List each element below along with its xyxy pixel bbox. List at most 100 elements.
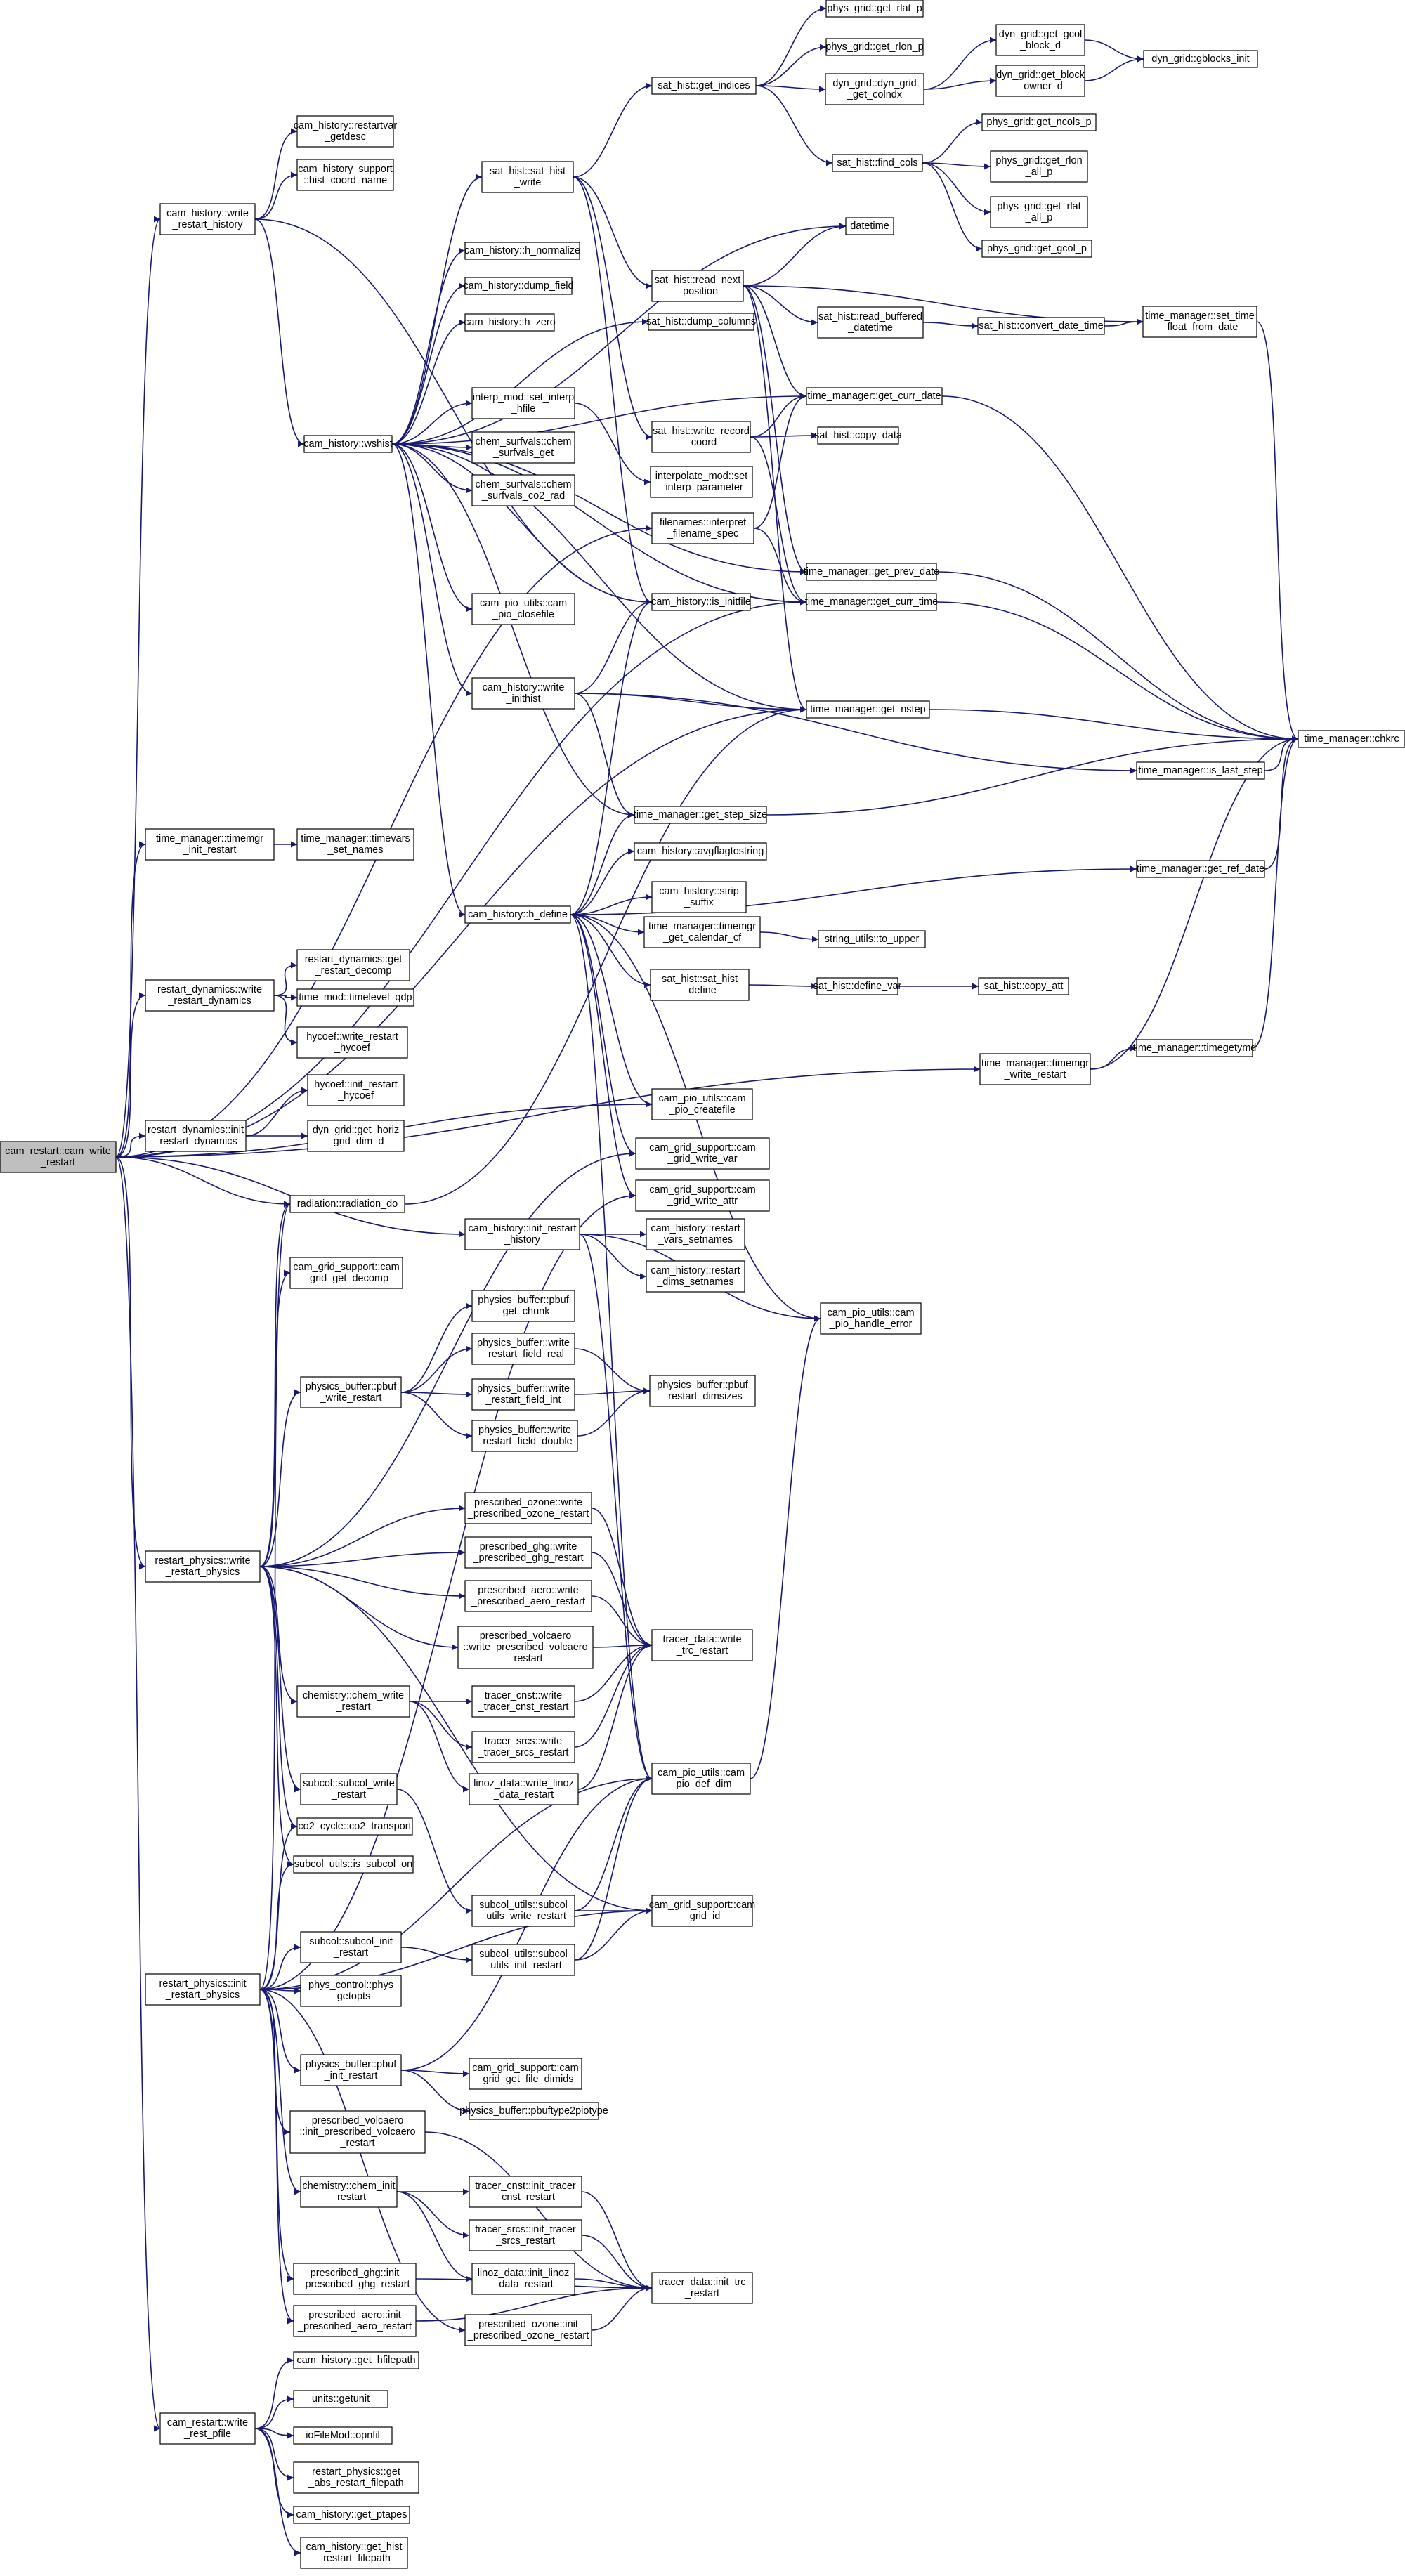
node-n1[interactable]: cam_restart::cam_write_restart — [0, 1141, 117, 1173]
node-n35[interactable]: filenames::interpret_filename_spec — [651, 512, 754, 544]
node-n84[interactable]: prescribed_volcaero::write_prescribed_vo… — [457, 1626, 594, 1669]
node-n89[interactable]: linoz_data::write_linoz_data_restart — [469, 1773, 579, 1805]
node-n112[interactable]: cam_history::get_hfilepath — [293, 2351, 419, 2369]
node-n62[interactable]: hycoef::init_restart_hycoef — [307, 1074, 405, 1106]
node-n115[interactable]: ioFileMod::opnfil — [293, 2426, 393, 2445]
node-n20[interactable]: cam_history::h_normalize — [464, 242, 580, 260]
node-n51[interactable]: time_manager::timemgr_get_calendar_cf — [643, 916, 761, 948]
node-n8[interactable]: phys_grid::get_rlat_p — [825, 0, 924, 18]
node-n92[interactable]: co2_cycle::co2_transport — [296, 1817, 413, 1836]
node-n87[interactable]: tracer_cnst::write_tracer_cnst_restart — [471, 1685, 575, 1718]
node-n68[interactable]: cam_grid_support::cam_grid_write_attr — [635, 1179, 770, 1212]
node-n85[interactable]: tracer_data::write_trc_restart — [651, 1629, 753, 1661]
node-n88[interactable]: tracer_srcs::write_tracer_srcs_restart — [471, 1731, 575, 1763]
node-n116[interactable]: restart_physics::get_abs_restart_filepat… — [293, 2461, 419, 2494]
node-n73[interactable]: physics_buffer::pbuf_get_chunk — [471, 1290, 575, 1322]
node-n102[interactable]: physics_buffer::pbuftype2piotype — [459, 2102, 608, 2120]
node-n29[interactable]: time_manager::get_curr_date — [806, 387, 943, 405]
node-n48[interactable]: time_manager::get_ref_date — [1136, 860, 1265, 878]
node-n114[interactable]: cam_restart::write_rest_pfile — [159, 2412, 256, 2445]
node-n2[interactable]: cam_history::write_restart_history — [159, 203, 256, 235]
node-n7[interactable]: sat_hist::get_indices — [651, 77, 757, 95]
node-n15[interactable]: phys_grid::get_ncols_p — [981, 113, 1097, 131]
node-n81[interactable]: prescribed_ghg::write_prescribed_ghg_res… — [464, 1536, 592, 1569]
node-n54[interactable]: restart_dynamics::write_restart_dynamics — [145, 979, 275, 1012]
node-n71[interactable]: cam_grid_support::cam_grid_get_decomp — [289, 1257, 403, 1289]
node-n111[interactable]: prescribed_ozone::init_prescribed_ozone_… — [464, 2314, 592, 2346]
node-n53[interactable]: restart_dynamics::get_restart_decomp — [296, 949, 410, 981]
node-n38[interactable]: cam_history::is_initfile — [651, 593, 751, 611]
node-n82[interactable]: restart_physics::write_restart_physics — [145, 1550, 261, 1583]
node-n37[interactable]: cam_pio_utils::cam_pio_closefile — [471, 593, 575, 625]
node-n26[interactable]: cam_history::h_zero — [464, 313, 556, 332]
node-n33[interactable]: interpolate_mod::set_interp_parameter — [650, 466, 753, 498]
node-n6[interactable]: sat_hist::sat_hist_write — [481, 161, 574, 193]
node-n64[interactable]: restart_dynamics::init_restart_dynamics — [145, 1120, 247, 1152]
node-n97[interactable]: subcol_utils::subcol_utils_init_restart — [471, 1944, 575, 1976]
node-n24[interactable]: sat_hist::convert_date_time — [977, 317, 1105, 335]
node-n23[interactable]: sat_hist::read_buffered_datetime — [817, 306, 924, 339]
node-n17[interactable]: phys_grid::get_rlat_all_p — [990, 196, 1088, 228]
node-n30[interactable]: sat_hist::write_record_coord — [651, 421, 751, 453]
node-n56[interactable]: sat_hist::sat_hist_define — [650, 969, 750, 1001]
node-n42[interactable]: time_manager::chkrc — [1298, 730, 1405, 748]
node-n69[interactable]: cam_history::init_restart_history — [464, 1218, 580, 1250]
node-n117[interactable]: cam_history::get_ptapes — [293, 2506, 410, 2524]
node-n52[interactable]: string_utils::to_upper — [818, 930, 926, 948]
node-n39[interactable]: time_manager::get_curr_time — [805, 593, 938, 611]
node-n79[interactable]: physics_buffer::write_restart_field_doub… — [471, 1420, 578, 1452]
node-n67[interactable]: radiation::radiation_do — [289, 1195, 405, 1213]
node-n14[interactable]: sat_hist::find_cols — [832, 154, 923, 172]
node-n16[interactable]: phys_grid::get_rlon_all_p — [990, 150, 1088, 183]
node-n47[interactable]: cam_history::avgflagtostring — [634, 842, 767, 861]
node-n10[interactable]: dyn_grid::dyn_grid_get_colndx — [825, 73, 924, 105]
node-n83[interactable]: prescribed_aero::write_prescribed_aero_r… — [464, 1580, 592, 1612]
node-n100[interactable]: physics_buffer::pbuf_init_restart — [300, 2054, 402, 2086]
node-n91[interactable]: cam_pio_utils::cam_pio_def_dim — [651, 1763, 751, 1795]
node-n12[interactable]: dyn_grid::get_block_owner_d — [995, 65, 1085, 97]
node-n55[interactable]: time_mod::timelevel_qdp — [296, 988, 414, 1007]
node-n98[interactable]: restart_physics::init_restart_physics — [145, 1973, 261, 2006]
node-n36[interactable]: time_manager::get_prev_date — [804, 563, 939, 581]
node-n4[interactable]: cam_history_support::hist_coord_name — [296, 159, 394, 191]
node-n63[interactable]: cam_pio_utils::cam_pio_createfile — [651, 1088, 753, 1120]
node-n66[interactable]: cam_grid_support::cam_grid_write_var — [635, 1137, 770, 1170]
node-n65[interactable]: dyn_grid::get_horiz_grid_dim_d — [307, 1120, 405, 1152]
node-n45[interactable]: time_manager::timemgr_init_restart — [145, 828, 275, 861]
node-n94[interactable]: subcol_utils::subcol_utils_write_restart — [471, 1895, 575, 1927]
node-n108[interactable]: linoz_data::init_linoz_data_restart — [471, 2263, 575, 2295]
node-n103[interactable]: prescribed_volcaero::init_prescribed_vol… — [289, 2110, 426, 2154]
node-n110[interactable]: prescribed_aero::init_prescribed_aero_re… — [293, 2305, 417, 2337]
node-n93[interactable]: subcol_utils::is_subcol_on — [293, 1855, 414, 1874]
node-n5[interactable]: cam_history::wshist — [303, 435, 393, 453]
node-n86[interactable]: chemistry::chem_write_restart — [296, 1685, 410, 1718]
node-n9[interactable]: phys_grid::get_rlon_p — [825, 38, 924, 56]
node-n19[interactable]: datetime — [845, 217, 894, 235]
node-n21[interactable]: sat_hist::read_next_position — [651, 270, 744, 302]
node-n90[interactable]: subcol::subcol_write_restart — [300, 1773, 398, 1805]
node-n13[interactable]: dyn_grid::gblocks_init — [1143, 50, 1258, 68]
node-n25[interactable]: time_manager::set_time_float_from_date — [1142, 306, 1257, 338]
node-n50[interactable]: cam_history::h_define — [464, 905, 571, 924]
node-n99[interactable]: phys_control::phys_getopts — [300, 1975, 402, 2007]
node-n109[interactable]: tracer_data::init_trc_restart — [651, 2272, 753, 2304]
node-n107[interactable]: prescribed_ghg::init_prescribed_ghg_rest… — [293, 2263, 417, 2295]
node-n80[interactable]: prescribed_ozone::write_prescribed_ozone… — [464, 1492, 592, 1524]
node-n105[interactable]: tracer_cnst::init_tracer_cnst_restart — [469, 2176, 582, 2208]
node-n78[interactable]: physics_buffer::pbuf_restart_dimsizes — [649, 1375, 756, 1407]
node-n31[interactable]: sat_hist::copy_data — [814, 426, 903, 445]
node-n95[interactable]: cam_grid_support::cam_grid_id — [649, 1895, 756, 1927]
node-n28[interactable]: interp_mod::set_interp_hfile — [471, 387, 575, 419]
node-n61[interactable]: time_manager::timegetymd — [1133, 1039, 1257, 1057]
node-n77[interactable]: physics_buffer::write_restart_field_int — [471, 1378, 575, 1411]
node-n75[interactable]: physics_buffer::write_restart_field_real — [471, 1333, 575, 1365]
node-n60[interactable]: time_manager::timemgr_write_restart — [979, 1053, 1091, 1085]
node-n57[interactable]: sat_hist::define_var — [813, 977, 902, 995]
node-n104[interactable]: chemistry::chem_init_restart — [300, 2176, 398, 2208]
node-n49[interactable]: cam_history::strip_suffix — [651, 881, 747, 913]
node-n101[interactable]: cam_grid_support::cam_grid_get_file_dimi… — [469, 2058, 582, 2090]
node-n3[interactable]: cam_history::restartvar_getdesc — [294, 115, 398, 148]
node-n106[interactable]: tracer_srcs::init_tracer_srcs_restart — [469, 2219, 582, 2251]
node-n22[interactable]: cam_history::dump_field — [463, 277, 574, 295]
node-n113[interactable]: units::getunit — [293, 2390, 388, 2408]
